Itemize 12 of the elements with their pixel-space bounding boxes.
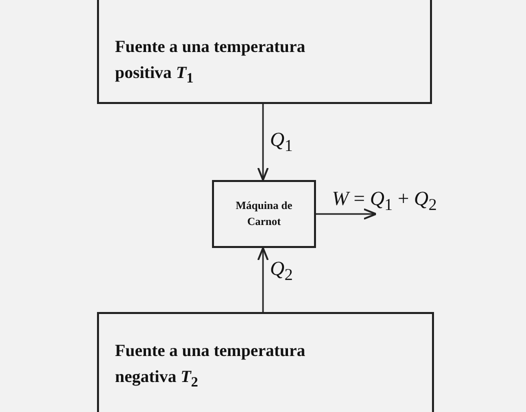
reservoir-label: Fuente a una temperatura negativa T$_{2}$ xyxy=(115,340,306,392)
arrow xyxy=(257,247,269,312)
arrow xyxy=(316,208,377,220)
reservoir-box xyxy=(97,312,434,412)
edge-label: Q$_{1}$ xyxy=(270,129,293,156)
edge-label: W = Q$_{1}$ + Q$_{2}$ xyxy=(332,188,437,214)
edge-label: Q$_{2}$ xyxy=(270,258,293,284)
engine-box xyxy=(212,180,316,248)
arrow xyxy=(257,104,269,181)
engine-label: Máquina de Carnot xyxy=(234,199,294,230)
reservoir-box xyxy=(97,0,432,104)
reservoir-label: Fuente a una temperatura positiva T$_{1}$ xyxy=(115,36,306,88)
